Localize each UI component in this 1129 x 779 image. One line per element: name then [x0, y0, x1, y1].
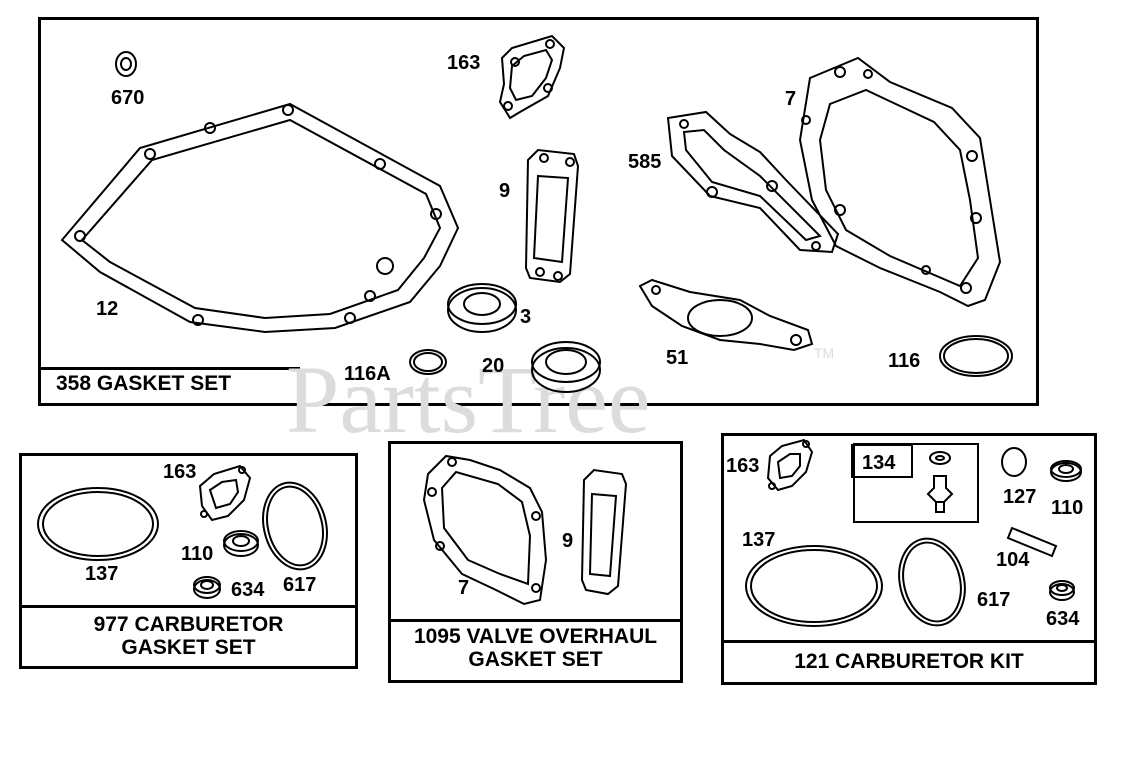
kit-134-label-box	[851, 444, 913, 478]
part-label-110-carb-kit: 110	[1051, 497, 1083, 519]
valve-overhaul-title-line1: 1095 VALVE OVERHAUL	[413, 625, 658, 648]
head-gasket-7-valve-overhaul-drawing	[422, 454, 548, 606]
part-label-137-carb-kit: 137	[742, 529, 775, 551]
gasket-set-title: 358 GASKET SET	[56, 372, 232, 395]
part-label-3: 3	[520, 306, 531, 328]
part-label-134-carb-kit: 134	[862, 452, 896, 474]
gasket-163-carb-gasket-set-drawing	[198, 464, 252, 522]
part-label-12: 12	[96, 298, 118, 320]
pin-104-drawing	[1006, 526, 1058, 558]
part-label-116: 116	[888, 350, 920, 372]
valve-cover-gasket-9-drawing	[524, 148, 580, 284]
carb-gasket-set-caption-box	[19, 605, 358, 669]
watermark-tm: TM	[814, 345, 834, 361]
washer-634-carb-gasket-set-drawing	[193, 576, 221, 599]
part-label-617-carb-gasket-set: 617	[283, 574, 316, 596]
carb-gasket-set-title-line2: GASKET SET	[121, 636, 256, 659]
kit-134-box	[853, 443, 979, 523]
ring-137-carb-gasket-set-drawing	[37, 487, 159, 561]
part-label-110-carb-gasket-set: 110	[181, 543, 213, 565]
part-label-7: 7	[785, 88, 796, 110]
part-label-137-carb-gasket-set: 137	[85, 563, 118, 585]
part-label-634-carb-gasket-set: 634	[231, 579, 265, 601]
part-label-163-carb-gasket-set: 163	[163, 461, 196, 483]
oil-seal-3-drawing	[447, 283, 517, 333]
crankcase-gasket-12-drawing	[60, 102, 460, 334]
washer-110-carb-gasket-set-drawing	[223, 530, 259, 557]
oil-seal-20-drawing	[531, 341, 601, 393]
washer-634-carb-kit-drawing	[1049, 580, 1075, 601]
part-label-163: 163	[447, 52, 480, 74]
exhaust-gasket-51-drawing	[638, 278, 814, 352]
ring-137-carb-kit-drawing	[745, 545, 883, 627]
carb-kit-title: 121 CARBURETOR KIT	[794, 650, 1024, 673]
gasket-163-drawing	[498, 34, 566, 120]
valve-overhaul-caption-box	[388, 619, 683, 683]
ring-617-carb-gasket-set-drawing	[262, 481, 328, 571]
valve-overhaul-title-line2: GASKET SET	[468, 648, 603, 671]
intake-gasket-585-drawing	[666, 110, 840, 254]
part-label-9-valve-overhaul: 9	[562, 530, 573, 552]
seal-670-drawing	[115, 51, 137, 77]
watermark-text: PartsTree	[286, 346, 650, 453]
plug-127-drawing	[1001, 447, 1027, 477]
part-label-51: 51	[666, 347, 688, 369]
part-label-670: 670	[111, 87, 144, 109]
part-label-617-carb-kit: 617	[977, 589, 1010, 611]
gasket-set-caption-box	[38, 367, 300, 406]
ring-116-drawing	[939, 335, 1013, 377]
part-label-127-carb-kit: 127	[1003, 486, 1036, 508]
part-label-104-carb-kit: 104	[996, 549, 1030, 571]
ring-116a-drawing	[409, 349, 447, 375]
needle-valve-134-drawing	[926, 451, 954, 513]
part-label-634-carb-kit: 634	[1046, 608, 1080, 630]
part-label-7-valve-overhaul: 7	[458, 577, 469, 599]
ring-617-carb-kit-drawing	[898, 537, 966, 627]
part-label-585: 585	[628, 151, 661, 173]
part-label-20: 20	[482, 355, 504, 377]
part-label-9: 9	[499, 180, 510, 202]
part-label-163-carb-kit: 163	[726, 455, 759, 477]
part-label-116a: 116A	[344, 363, 391, 385]
carb-kit-caption-box	[721, 640, 1097, 685]
head-gasket-7-drawing	[798, 56, 1002, 308]
valve-cover-gasket-9-valve-overhaul-drawing	[580, 468, 628, 596]
washer-110-carb-kit-drawing	[1050, 460, 1082, 482]
gasket-set-panel	[38, 17, 1039, 406]
carb-gasket-set-title-line1: 977 CARBURETOR	[93, 613, 284, 636]
gasket-163-carb-kit-drawing	[766, 438, 814, 492]
